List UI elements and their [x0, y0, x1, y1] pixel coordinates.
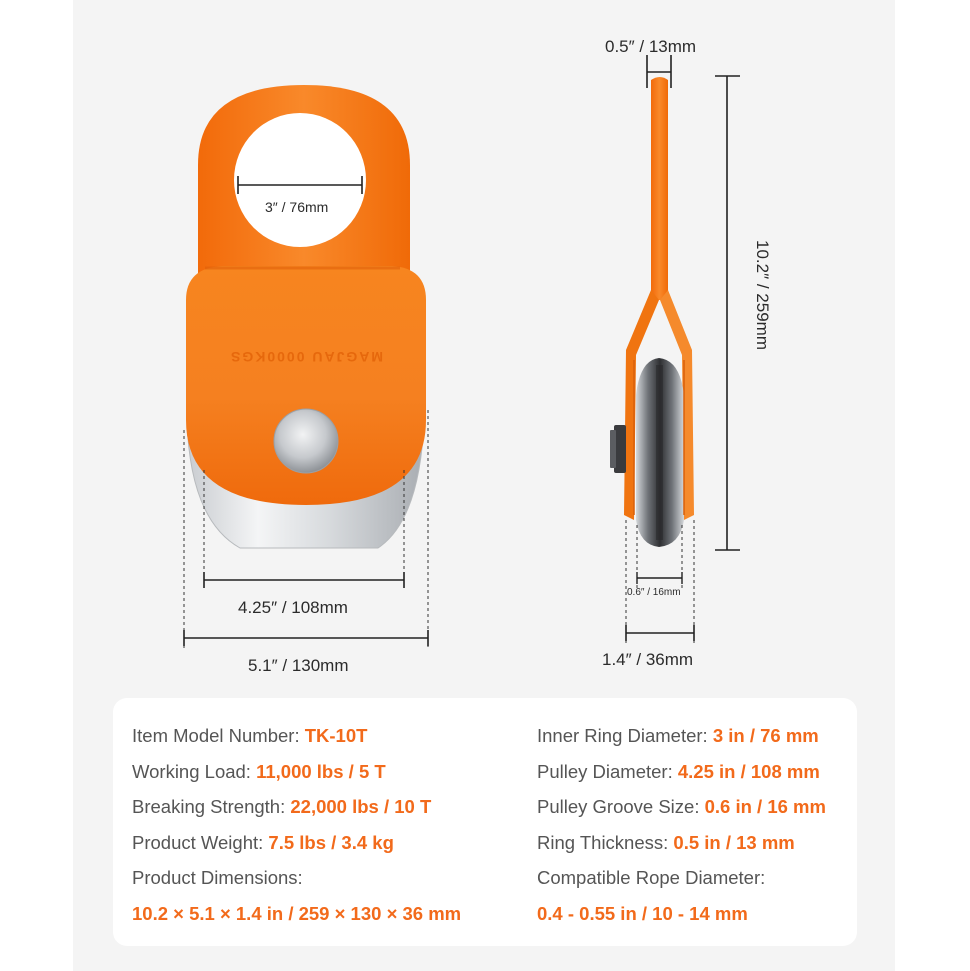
spec-label: Compatible Rope Diameter:	[537, 867, 766, 889]
spec-label: Working Load:	[132, 760, 257, 782]
spec-row-groove-size: Pulley Groove Size: 0.6 in / 16 mm	[537, 789, 826, 825]
spec-value: 3 in / 76 mm	[712, 725, 819, 746]
spec-value: 7.5 lbs / 3.4 kg	[268, 831, 394, 853]
depth-label: 1.4″ / 36mm	[602, 650, 694, 669]
overall-width-label: 5.1″ / 130mm	[248, 656, 349, 675]
specs-left-column: Item Model Number: TK-10T Working Load: …	[132, 718, 461, 932]
spec-row-rope-diameter: Compatible Rope Diameter:	[537, 860, 826, 896]
spec-label: Product Weight:	[132, 831, 269, 853]
spec-label: Breaking Strength:	[132, 796, 291, 818]
spec-label: Item Model Number:	[132, 725, 305, 746]
height-label: 10.2″ / 259mm	[753, 240, 772, 350]
spec-value: 11,000 lbs / 5 T	[256, 760, 386, 782]
product-diagram: MAGJAU 0000KGS	[183, 55, 740, 648]
spec-value: 10.2 × 5.1 × 1.4 in / 259 × 130 × 36 mm	[132, 902, 462, 924]
spec-value: TK-10T	[304, 725, 368, 746]
spec-row-working-load: Working Load: 11,000 lbs / 5 T	[132, 754, 461, 790]
spec-value: 0.6 in / 16 mm	[704, 796, 826, 818]
side-ring-edge	[651, 77, 668, 300]
spec-row-rope-diameter-value: 0.4 - 0.55 in / 10 - 14 mm	[537, 896, 826, 932]
spec-row-dimensions: Product Dimensions:	[132, 860, 461, 896]
spec-row-dimensions-value: 10.2 × 5.1 × 1.4 in / 259 × 130 × 36 mm	[132, 896, 461, 932]
spec-label: Pulley Groove Size:	[537, 796, 705, 818]
side-left-plate	[624, 290, 659, 520]
side-right-plate	[660, 290, 694, 520]
spec-value: 22,000 lbs / 10 T	[290, 796, 432, 818]
spec-value: 0.5 in / 13 mm	[673, 831, 795, 853]
spec-row-model: Item Model Number: TK-10T	[132, 718, 461, 754]
front-body-plate	[186, 266, 426, 505]
engraving-text: MAGJAU 0000KGS	[229, 349, 383, 365]
spec-label: Pulley Diameter:	[537, 760, 678, 782]
axle-bolt	[273, 408, 339, 474]
ring-diameter-label: 3″ / 76mm	[265, 199, 329, 215]
sheave-width-label: 4.25″ / 108mm	[238, 598, 348, 617]
spec-label: Product Dimensions:	[132, 867, 303, 889]
spec-value: 4.25 in / 108 mm	[677, 760, 820, 782]
side-axle-nut	[614, 425, 626, 473]
spec-value: 0.4 - 0.55 in / 10 - 14 mm	[537, 902, 748, 924]
spec-row-inner-ring: Inner Ring Diameter: 3 in / 76 mm	[537, 718, 826, 754]
specs-right-column: Inner Ring Diameter: 3 in / 76 mm Pulley…	[537, 718, 826, 932]
spec-label: Inner Ring Diameter:	[537, 725, 713, 746]
spec-row-ring-thickness: Ring Thickness: 0.5 in / 13 mm	[537, 825, 826, 861]
groove-size-label: 0.6″ / 16mm	[627, 587, 681, 598]
ring-thickness-label: 0.5″ / 13mm	[605, 37, 697, 56]
ring-hole	[234, 113, 366, 247]
spec-label: Ring Thickness:	[537, 831, 674, 853]
spec-row-breaking-strength: Breaking Strength: 22,000 lbs / 10 T	[132, 789, 461, 825]
specs-card: Item Model Number: TK-10T Working Load: …	[113, 698, 857, 946]
spec-row-weight: Product Weight: 7.5 lbs / 3.4 kg	[132, 825, 461, 861]
spec-row-pulley-diameter: Pulley Diameter: 4.25 in / 108 mm	[537, 754, 826, 790]
